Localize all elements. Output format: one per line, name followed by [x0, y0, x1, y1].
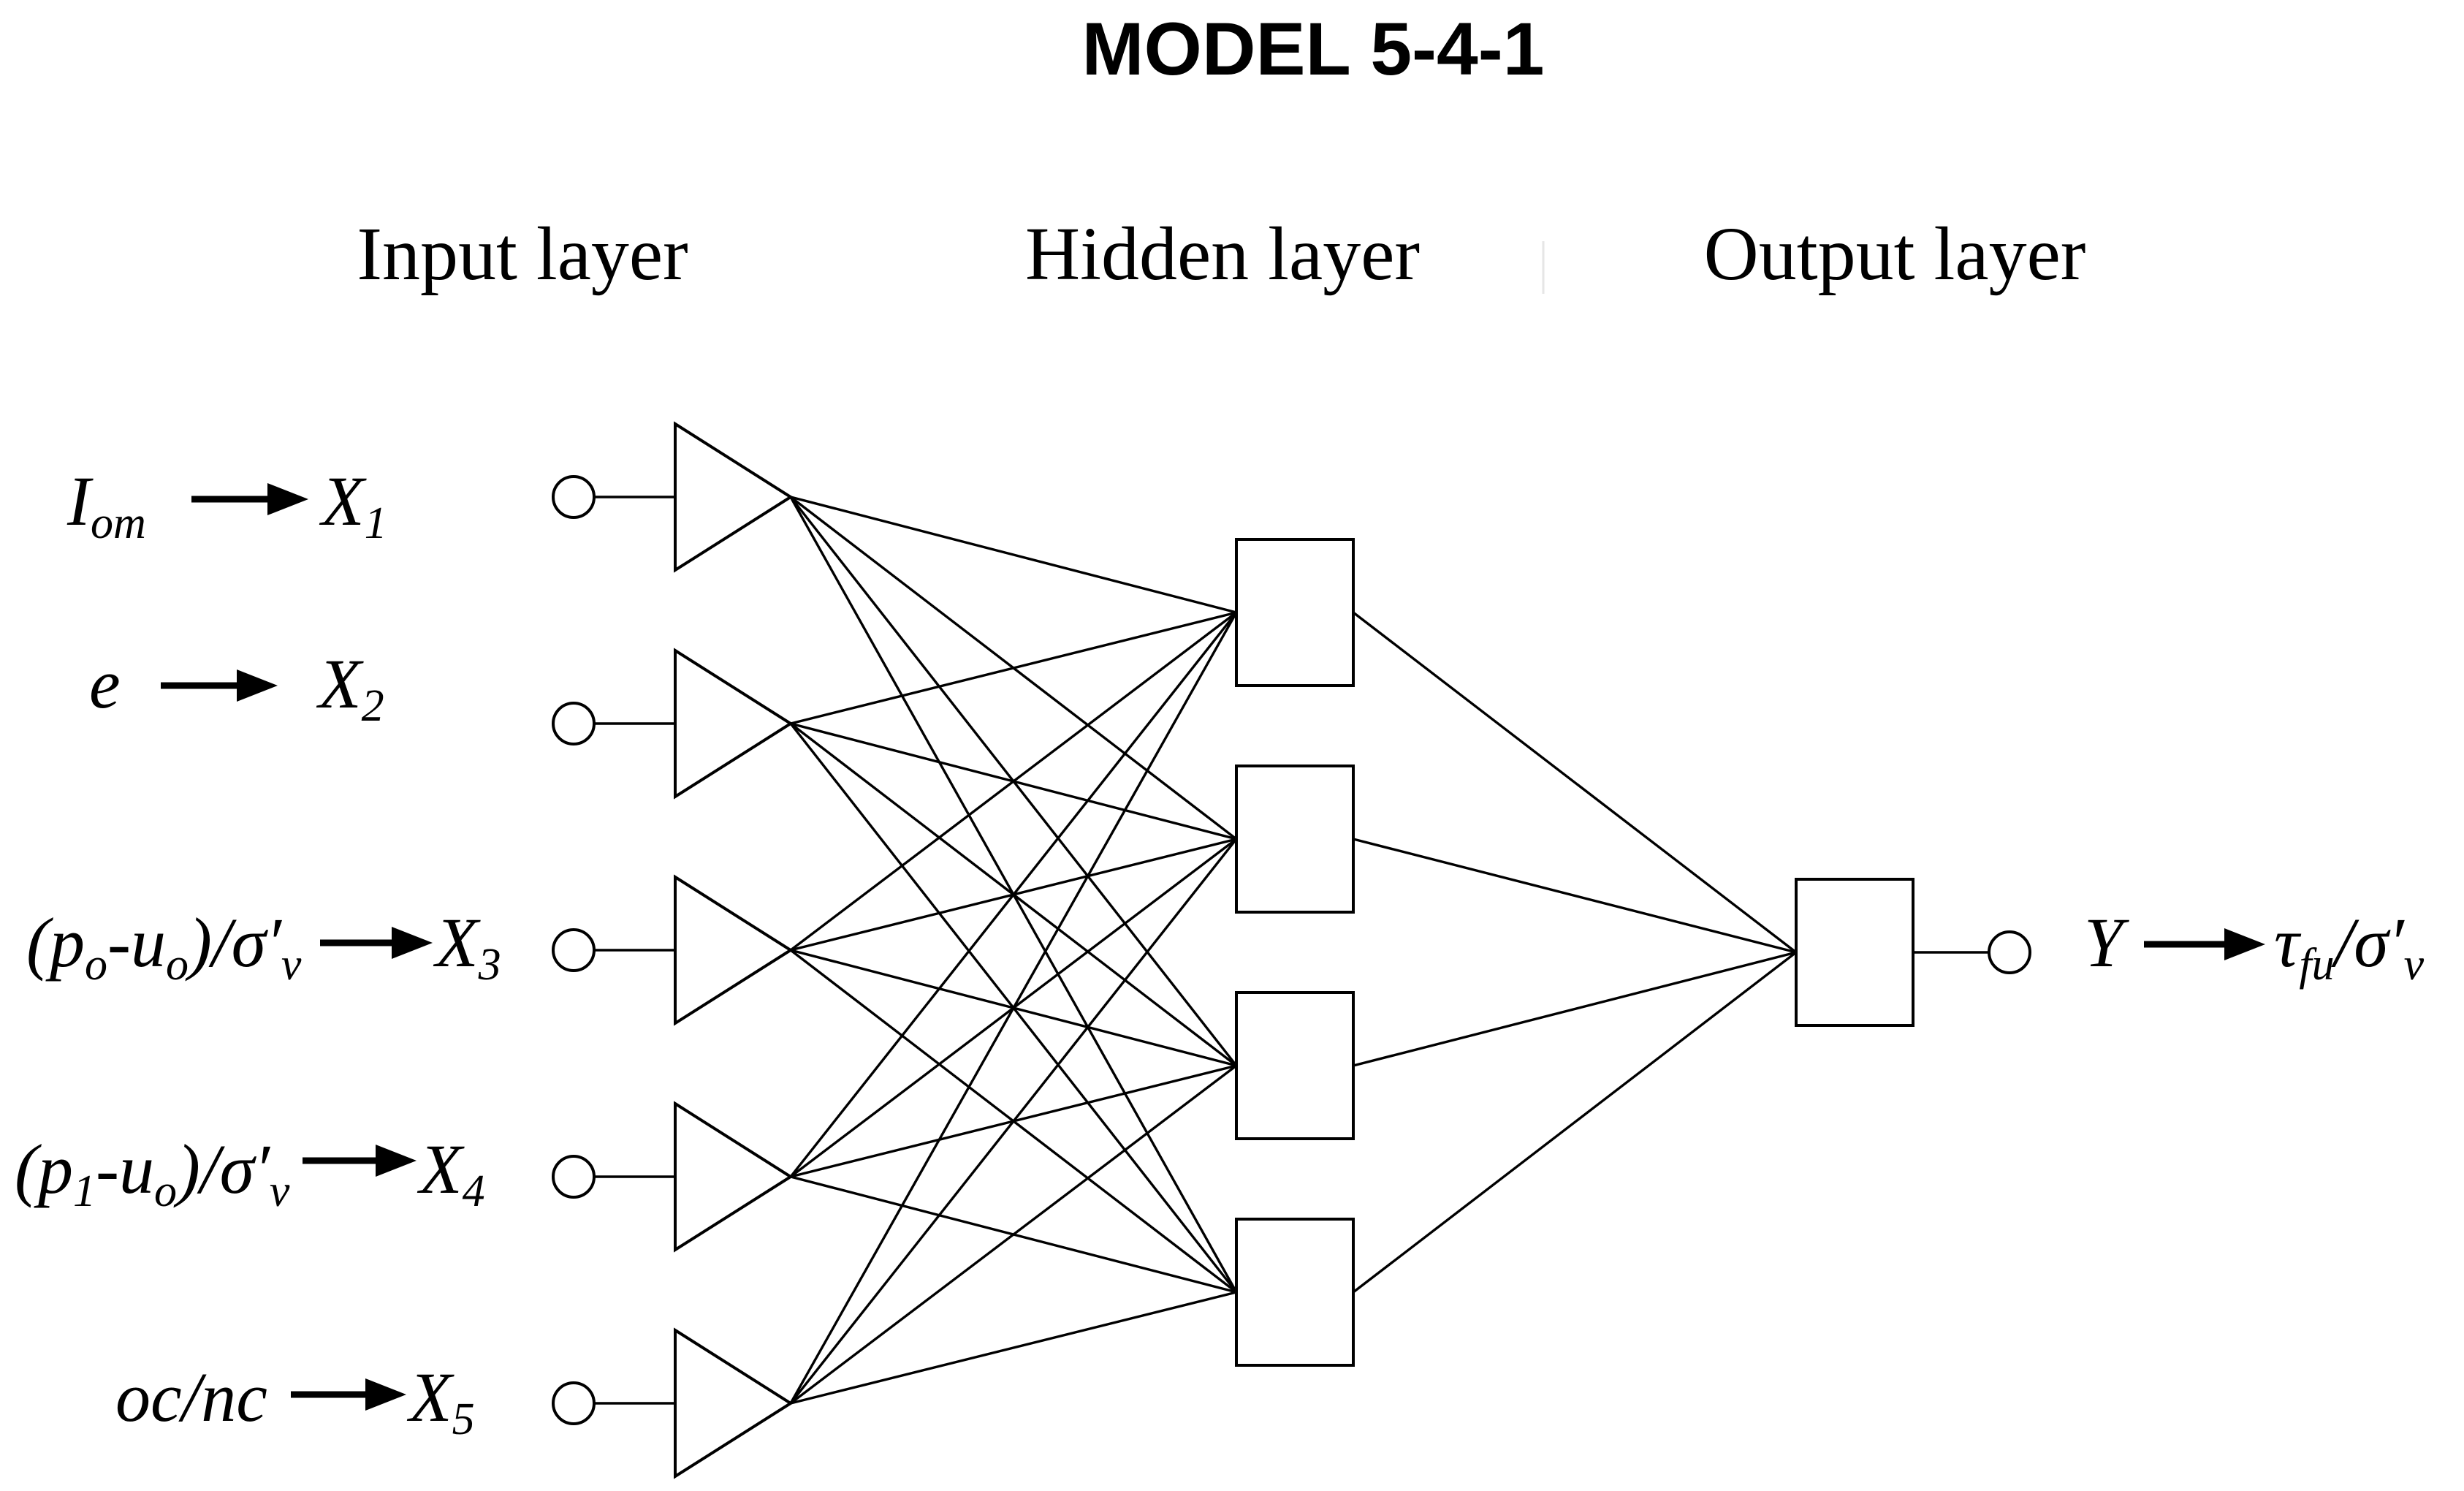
svg-text:τfu/σ′v: τfu/σ′v — [2274, 903, 2425, 990]
input-circle-1 — [552, 475, 596, 519]
hidden-node-2 — [1235, 765, 1355, 914]
connection-input5-hidden1 — [789, 612, 1238, 1404]
connection-hidden1-output — [1352, 611, 1798, 954]
svg-text:X5: X5 — [406, 1358, 475, 1444]
svg-text:X4: X4 — [417, 1130, 485, 1216]
connection-hidden4-output — [1352, 951, 1798, 1294]
input-label-4: (p1-uo)/σ′v X4 — [15, 1130, 485, 1216]
input-arrow-2 — [161, 669, 278, 702]
output-node-group — [1795, 878, 2031, 1027]
connection-hidden2-output — [1353, 838, 1797, 954]
diagram-title: MODEL 5-4-1 — [1082, 7, 1545, 91]
input-triangle-4 — [674, 1101, 794, 1253]
output-node — [1795, 878, 1914, 1027]
connection-input5-hidden3 — [789, 1064, 1238, 1405]
connection-input1-hidden1 — [790, 496, 1237, 614]
hidden-node-3 — [1235, 991, 1355, 1140]
svg-text:oc/nc: oc/nc — [115, 1358, 267, 1436]
input-arrow-5 — [291, 1378, 406, 1411]
input-nodes — [552, 421, 794, 1479]
input-label-2: e X2 — [89, 645, 384, 731]
svg-text:Y: Y — [2084, 903, 2129, 982]
connection-input2-hidden1 — [790, 611, 1237, 725]
svg-text:X3: X3 — [433, 903, 501, 990]
svg-text:e: e — [89, 645, 121, 723]
hidden-layer-label: Hidden layer — [1025, 212, 1420, 296]
connection-input5-hidden2 — [789, 838, 1238, 1405]
svg-text:X1: X1 — [319, 462, 387, 548]
connection-input3-hidden1 — [789, 611, 1238, 952]
input-triangle-2 — [674, 648, 794, 800]
output-layer-label: Output layer — [1704, 212, 2086, 296]
input-triangle-3 — [674, 874, 794, 1026]
input-label-3: (po-uo)/σ′v X3 — [26, 903, 501, 990]
output-label: Y τfu/σ′v — [2084, 903, 2425, 990]
input-layer-label: Input layer — [357, 212, 688, 296]
input-arrow-4 — [303, 1145, 417, 1177]
connection-hidden3-output — [1353, 951, 1797, 1067]
input-arrow-1 — [191, 483, 308, 515]
hidden-node-4 — [1235, 1218, 1355, 1367]
svg-text:X2: X2 — [316, 645, 384, 731]
input-circle-2 — [552, 702, 596, 746]
connections — [789, 496, 1798, 1405]
input-circle-5 — [552, 1381, 596, 1425]
output-circle — [1988, 930, 2031, 974]
input-triangle-5 — [674, 1327, 794, 1479]
input-circle-4 — [552, 1155, 596, 1199]
input-arrow-3 — [320, 927, 433, 959]
input-circle-3 — [552, 928, 596, 972]
connection-input4-hidden1 — [789, 611, 1238, 1178]
input-label-1: Iom X1 — [66, 462, 387, 548]
connection-input5-hidden4 — [790, 1291, 1237, 1405]
svg-text:(p1-uo)/σ′v: (p1-uo)/σ′v — [15, 1130, 290, 1216]
input-triangle-1 — [674, 421, 794, 573]
svg-text:Iom: Iom — [66, 462, 146, 548]
hidden-node-1 — [1235, 538, 1355, 687]
input-label-5: oc/nc X5 — [115, 1358, 475, 1444]
svg-text:(po-uo)/σ′v: (po-uo)/σ′v — [26, 903, 302, 990]
hidden-nodes — [1235, 538, 1355, 1367]
